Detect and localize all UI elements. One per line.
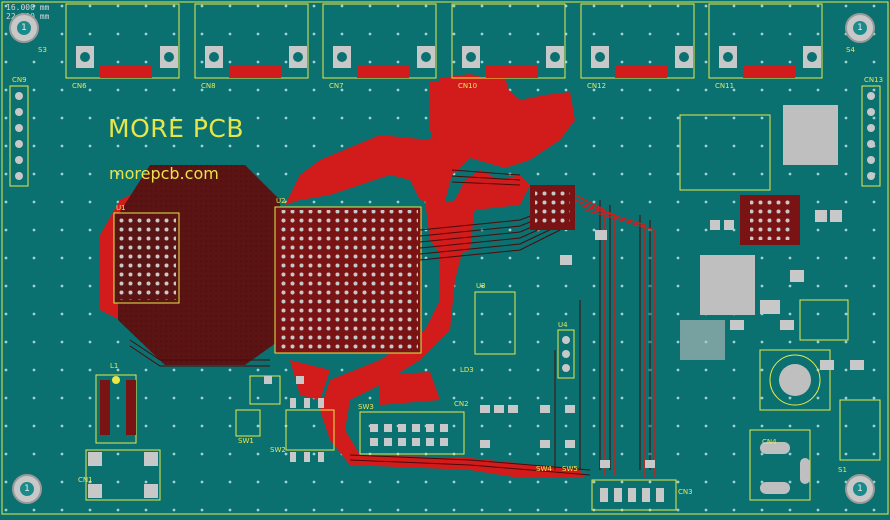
coord-x: 16.000 mm [6, 3, 50, 12]
ref-cn8: CN8 [201, 82, 216, 90]
ref-l1: L1 [110, 362, 119, 370]
ref-cn1: CN1 [78, 476, 93, 484]
trace-bundles [129, 169, 651, 476]
mounting-hole-bottom-left: 1 [12, 474, 42, 504]
bottom-left-parts [85, 291, 677, 511]
ref-sw2: SW2 [270, 446, 286, 454]
mounting-hole-top-left: 1 [9, 13, 39, 43]
ref-ld3: LD3 [460, 366, 474, 374]
mounting-hole-top-right: 1 [845, 13, 875, 43]
ref-cn10: CN10 [458, 82, 478, 90]
board-title: MORE PCB [108, 114, 245, 143]
ref-sw4: SW4 [536, 465, 552, 473]
ref-s1: S1 [838, 466, 847, 474]
ref-sw1: SW1 [238, 437, 254, 445]
ref-u3: U3 [476, 282, 486, 290]
power-section [530, 105, 881, 501]
ref-cn7: CN7 [329, 82, 344, 90]
smd-parts [264, 230, 655, 468]
ref-u2: U2 [276, 197, 286, 205]
ref-cn11: CN11 [715, 82, 735, 90]
ref-u1: U1 [116, 204, 126, 212]
mounting-hole-bottom-right: 1 [845, 474, 875, 504]
ref-cn9: CN9 [12, 76, 27, 84]
board-website: morepcb.com [109, 164, 219, 183]
ref-sw3: SW3 [358, 403, 374, 411]
ref-cn6: CN6 [72, 82, 87, 90]
pin-headers [9, 85, 881, 455]
ref-u4: U4 [558, 321, 568, 329]
ref-cn13: CN13 [864, 76, 884, 84]
ref-cn3: CN3 [678, 488, 693, 496]
ref-sw5: SW5 [562, 465, 578, 473]
ref-s4: S4 [846, 46, 855, 54]
ref-cn12: CN12 [587, 82, 607, 90]
ref-cn4: CN4 [762, 438, 777, 446]
ref-s3: S3 [38, 46, 47, 54]
ref-cn2: CN2 [454, 400, 469, 408]
